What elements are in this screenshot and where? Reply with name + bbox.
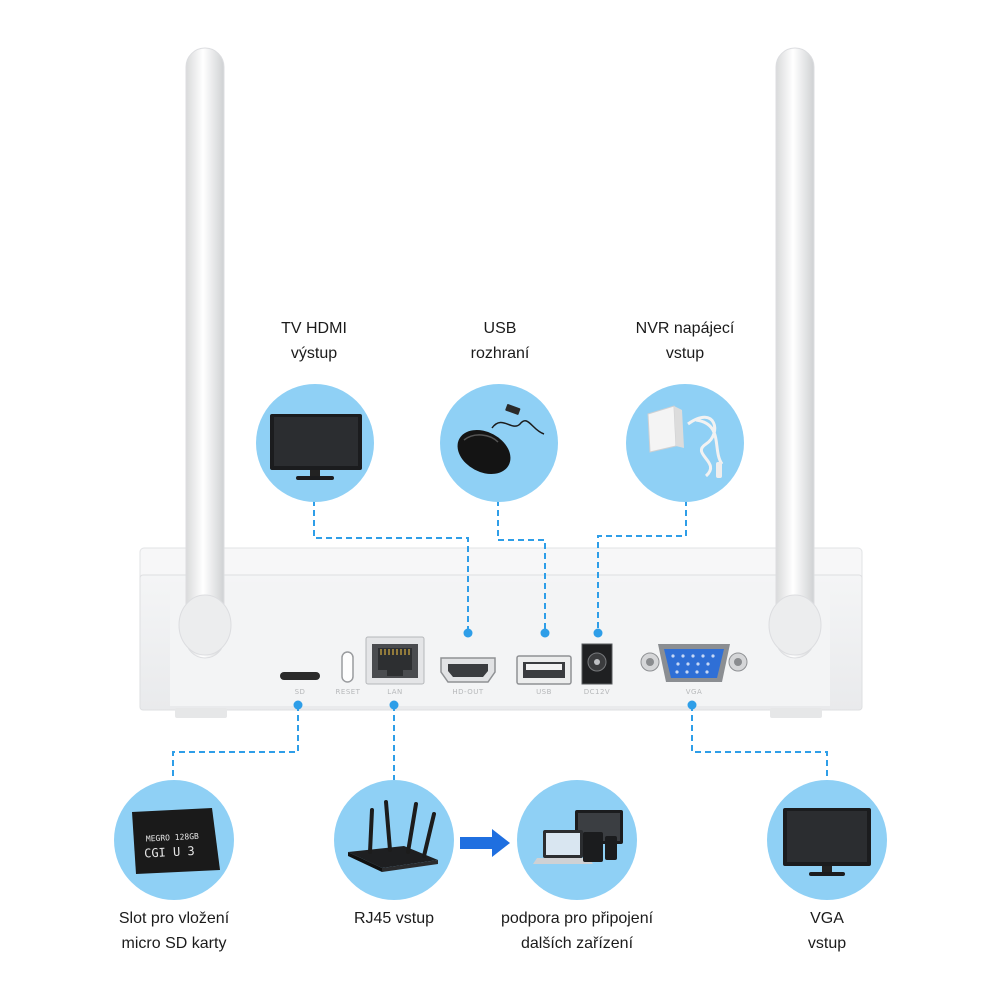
lan-port-label: LAN <box>387 688 403 696</box>
connector-dots <box>293 628 697 710</box>
sd-slot-port: SD <box>280 672 320 696</box>
circle-usb <box>440 384 558 502</box>
antenna-left <box>178 47 232 659</box>
usb-port-label: USB <box>536 688 552 696</box>
circle-sd: MEGRO 128GB CGI U 3 <box>114 780 234 900</box>
sd-card-capacity: MEGRO 128GB <box>146 832 200 844</box>
sd-card-icon: MEGRO 128GB CGI U 3 <box>132 808 220 874</box>
dc-port-label: DC12V <box>584 688 610 696</box>
sd-card-class: CGI U 3 <box>144 844 195 861</box>
reset-port: RESET <box>336 651 361 696</box>
lan-port: LAN <box>365 636 425 696</box>
connector-vga <box>691 705 828 780</box>
reset-port-label: RESET <box>336 688 361 696</box>
power-adapter-icon <box>647 405 724 478</box>
label-rj45: RJ45 vstup <box>353 910 435 927</box>
nvr-body <box>139 547 863 718</box>
dc-power-port: DC12V <box>581 643 613 696</box>
mouse-icon <box>457 404 545 475</box>
sd-port-label: SD <box>295 688 306 696</box>
monitor-icon <box>783 808 871 876</box>
devices-icon <box>533 810 623 864</box>
antenna-right <box>768 47 822 659</box>
connector-usb <box>497 500 546 633</box>
connector-lines <box>172 500 828 780</box>
hdmi-port: HD-OUT <box>440 657 496 696</box>
connector-hdmi <box>313 500 469 633</box>
arrow-icon <box>460 829 510 857</box>
vga-port: VGA <box>640 644 748 696</box>
router-icon <box>348 800 438 872</box>
circle-devices <box>517 780 637 900</box>
monitor-icon <box>270 414 362 480</box>
circle-hdmi <box>256 384 374 502</box>
hdmi-port-label: HD-OUT <box>452 688 484 696</box>
usb-port: USB <box>516 655 572 696</box>
vga-port-label: VGA <box>686 688 703 696</box>
connector-sd <box>172 705 299 780</box>
circle-rj45 <box>334 780 454 900</box>
circle-power <box>626 384 744 502</box>
connector-power <box>597 500 687 633</box>
circle-vga <box>767 780 887 900</box>
